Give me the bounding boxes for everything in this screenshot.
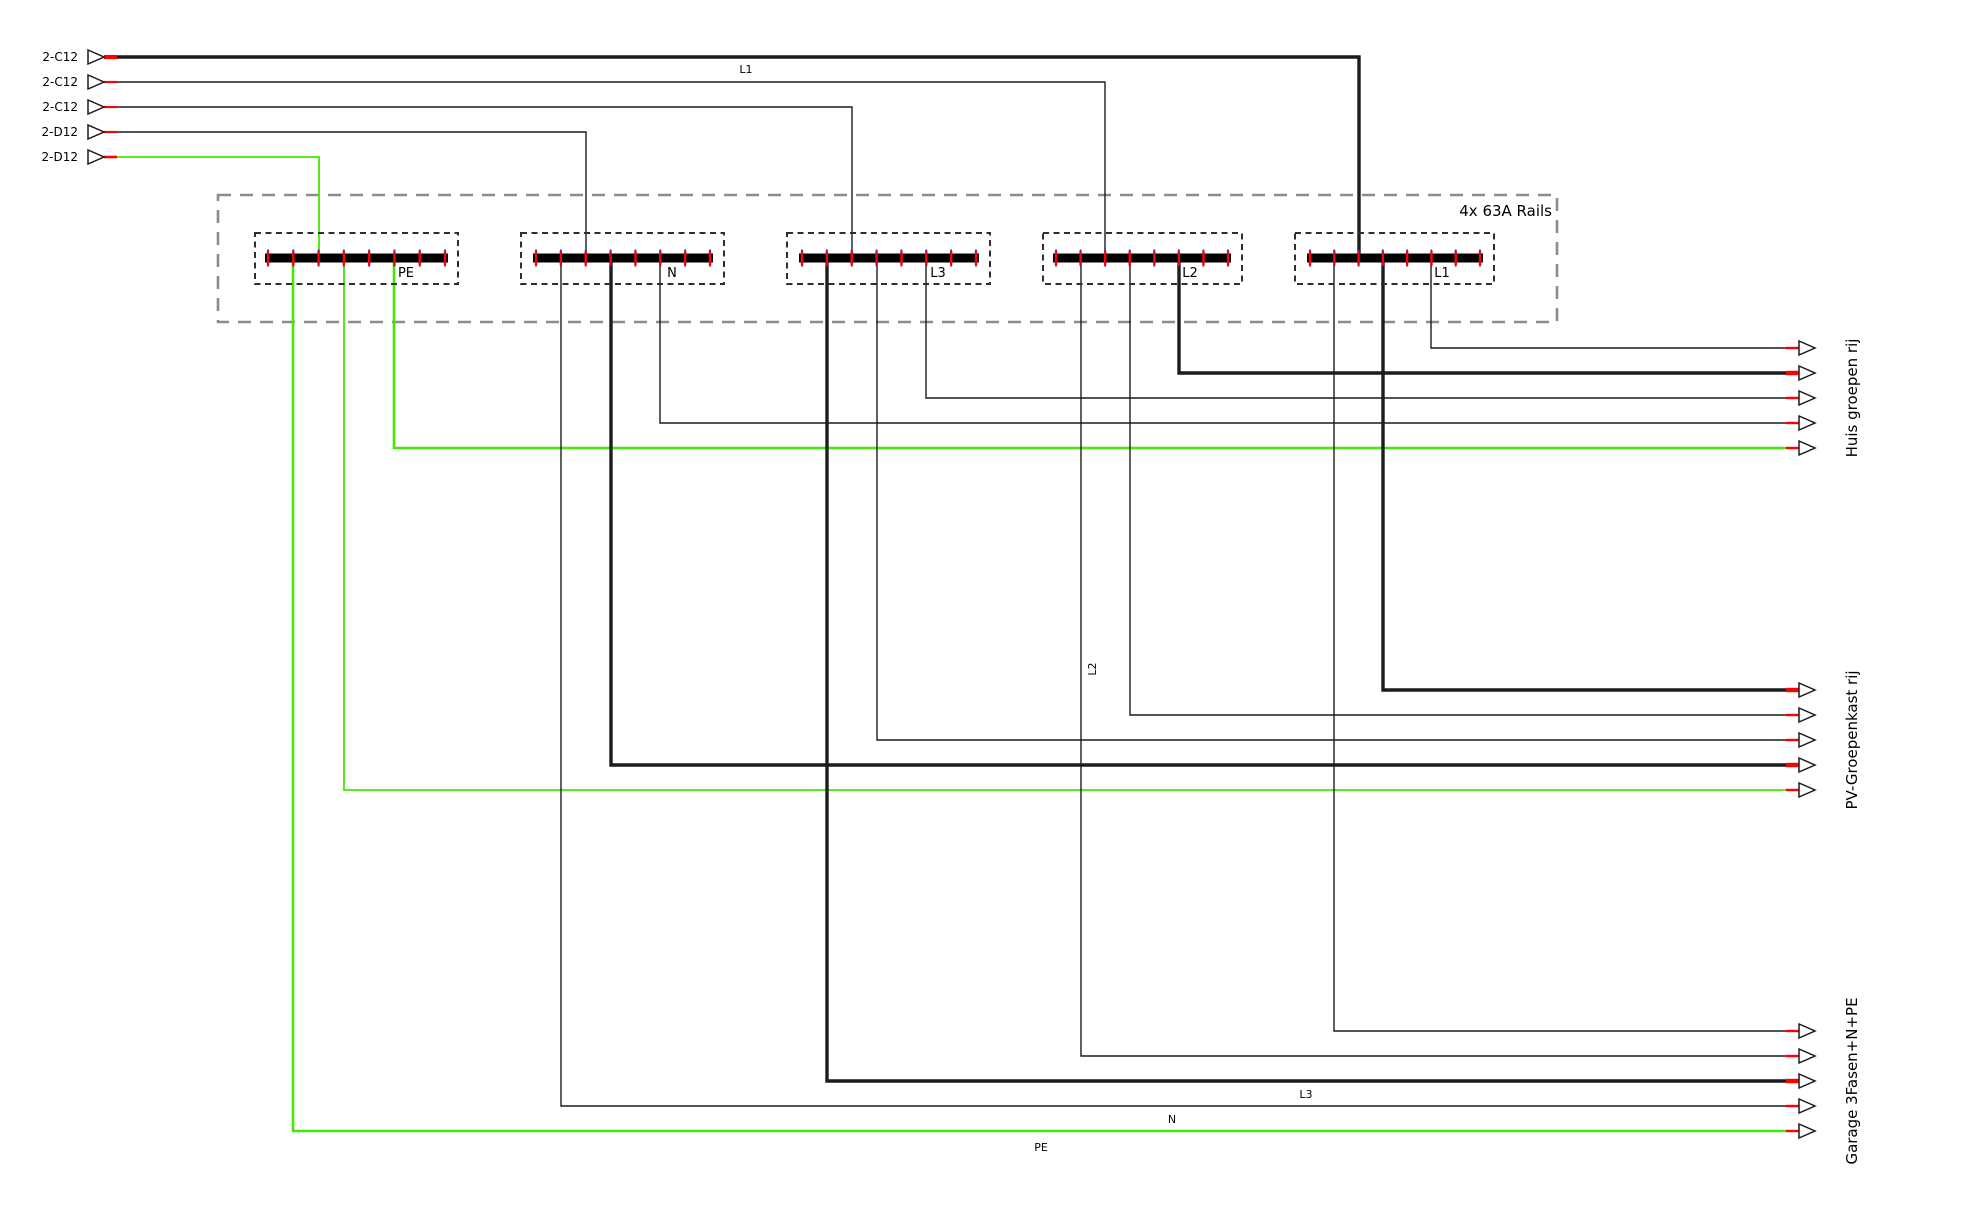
rail-label-PE: PE [398, 266, 414, 281]
wire-label-PE: PE [1034, 1141, 1048, 1154]
wire-L2-g2 [1129, 258, 1786, 716]
wire-label-L1: L1 [739, 63, 752, 76]
input-label-0: 2-C12 [42, 50, 78, 64]
wire-L3-g1 [925, 258, 1786, 399]
rail-box-L2 [1042, 232, 1243, 285]
bus-bar-L1 [1307, 253, 1483, 263]
bus-bar-L2 [1053, 253, 1231, 263]
wire-L2-g1 [1177, 258, 1786, 375]
wire-L2-g3 [1080, 258, 1786, 1057]
output-arrow-icon [1798, 1072, 1817, 1090]
input-wire-L2 [117, 81, 1106, 258]
rail-box-L1 [1294, 232, 1495, 285]
wire-PE-g2 [343, 258, 1786, 791]
wire-N-g1 [659, 258, 1786, 424]
rail-label-L3: L3 [930, 266, 946, 281]
input-label-1: 2-C12 [42, 75, 78, 89]
output-arrow-icon [1798, 781, 1817, 799]
wire-label-L2: L2 [1086, 662, 1099, 675]
output-arrow-icon [1798, 364, 1817, 382]
output-arrow-icon [1798, 1047, 1817, 1065]
rail-label-N: N [667, 266, 677, 281]
output-arrow-icon [1798, 681, 1817, 699]
rail-label-L1: L1 [1434, 266, 1450, 281]
bus-bar-N [533, 253, 713, 263]
rails-box-label: 4x 63A Rails [1459, 202, 1552, 220]
output-arrow-icon [1798, 439, 1817, 457]
output-arrow-icon [1798, 414, 1817, 432]
input-wire-PE [117, 156, 320, 258]
output-arrow-icon [1798, 339, 1817, 357]
wire-L1-g2 [1381, 258, 1786, 692]
bus-bar-PE [265, 253, 448, 263]
input-arrow-icon [87, 123, 106, 141]
input-wire-L3 [117, 106, 853, 258]
input-wire-N [117, 131, 587, 258]
input-label-3: 2-D12 [42, 125, 78, 139]
input-arrow-icon [87, 48, 106, 66]
wire-L1-g3 [1333, 258, 1786, 1032]
wire-N-g2 [609, 258, 1786, 767]
input-arrow-icon [87, 148, 106, 166]
output-arrow-icon [1798, 1097, 1817, 1115]
output-arrow-icon [1798, 706, 1817, 724]
rails-outer-box [216, 193, 1559, 324]
wire-PE-g3 [291, 258, 1786, 1133]
wire-PE-g1 [392, 258, 1786, 450]
rail-label-L2: L2 [1182, 266, 1198, 281]
input-wire-L1 [117, 55, 1361, 258]
output-arrow-icon [1798, 1022, 1817, 1040]
output-arrow-icon [1798, 389, 1817, 407]
input-arrow-icon [87, 73, 106, 91]
input-label-2: 2-C12 [42, 100, 78, 114]
output-arrow-icon [1798, 1122, 1817, 1140]
input-arrow-icon [87, 98, 106, 116]
group-label-g2: PV-Groepenkast rij [1843, 670, 1861, 810]
wire-label-N: N [1168, 1113, 1176, 1126]
input-label-4: 2-D12 [42, 150, 78, 164]
group-label-g1: Huis groepen rij [1843, 338, 1861, 458]
group-label-g3: Garage 3Fasen+N+PE [1843, 997, 1861, 1165]
bus-bar-L3 [799, 253, 979, 263]
wire-label-L3: L3 [1299, 1088, 1312, 1101]
wire-L3-g2 [876, 258, 1786, 741]
output-arrow-icon [1798, 731, 1817, 749]
wire-L1-g1 [1430, 258, 1786, 349]
output-arrow-icon [1798, 756, 1817, 774]
wire-L3-g3 [825, 258, 1786, 1083]
wire-N-g3 [560, 258, 1786, 1107]
